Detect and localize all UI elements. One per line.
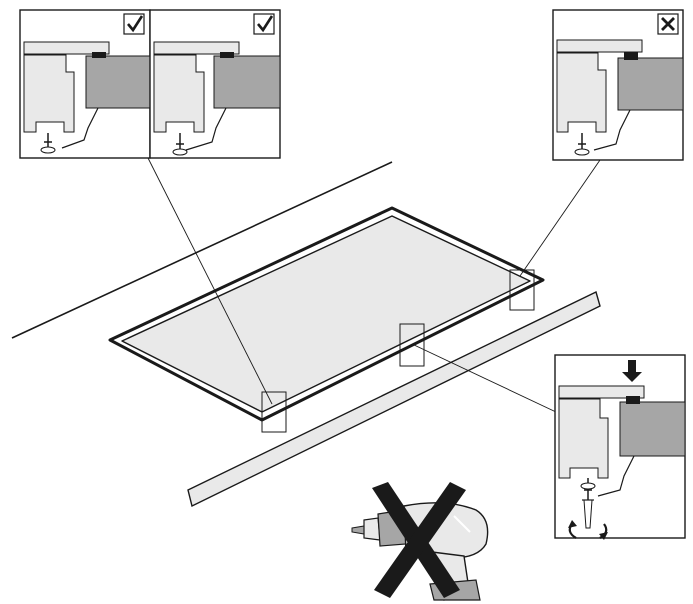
big-cross-icon — [372, 482, 466, 598]
arrow-down-icon — [622, 360, 642, 382]
leader-lines — [147, 157, 601, 413]
screwdriver-icon — [582, 499, 594, 529]
clip-marker-middle — [399, 323, 425, 367]
check-icon — [253, 13, 275, 35]
inset-top-left-b — [149, 9, 281, 159]
hob-panel — [108, 206, 545, 422]
countertop-front-edge — [187, 291, 601, 508]
inset-top-right — [552, 9, 684, 161]
inset-bottom-right — [554, 354, 686, 540]
check-icon — [123, 13, 145, 35]
clip-marker-left — [261, 391, 287, 433]
clip-marker-right — [509, 269, 535, 311]
rotate-arrows-icon — [568, 520, 608, 540]
cross-icon — [657, 13, 679, 35]
inset-top-left-a — [19, 9, 151, 159]
countertop-back-edge — [11, 161, 393, 339]
